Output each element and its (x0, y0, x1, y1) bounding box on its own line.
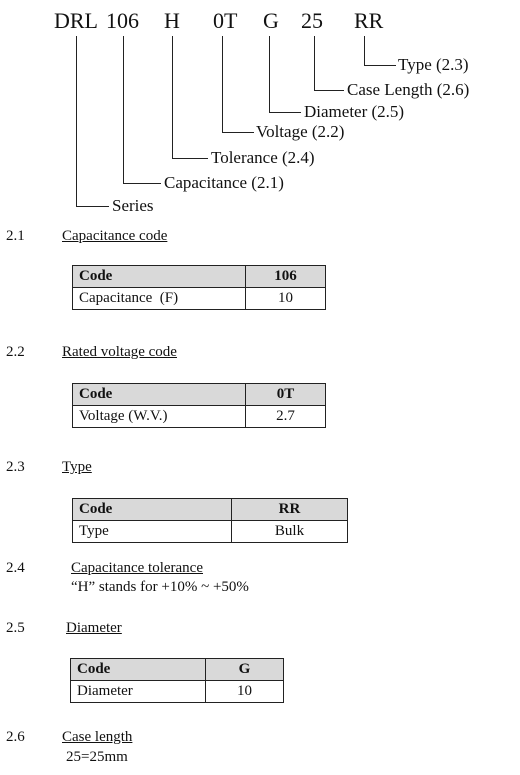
section-title-diameter: Diameter (66, 620, 122, 636)
leader-diameter-horizontal (269, 112, 301, 113)
part-tolerance-code: H (164, 8, 180, 33)
leader-voltage-horizontal (222, 132, 254, 133)
leader-series-vertical (76, 36, 77, 206)
part-length-code: 25 (301, 8, 323, 33)
diameter-code-table: Code G Diameter 10 (70, 658, 284, 703)
callout-type: Type (2.3) (398, 55, 469, 74)
tolerance-description: “H” stands for +10% ~ +50% (71, 579, 249, 595)
table-header-value: 0T (245, 383, 326, 406)
table-header-value: G (205, 658, 284, 681)
table-header-code: Code (72, 383, 246, 406)
table-header-code: Code (72, 498, 232, 521)
section-title-case-length: Case length (62, 729, 133, 745)
section-title-type: Type (62, 459, 92, 475)
table-row: Voltage (W.V.) 2.7 (72, 405, 326, 428)
leader-type-vertical (364, 36, 365, 65)
callout-tolerance: Tolerance (2.4) (211, 148, 315, 167)
table-header-value: 106 (245, 265, 326, 288)
section-number-2-5: 2.5 (6, 620, 25, 636)
section-number-2-1: 2.1 (6, 228, 25, 244)
leader-length-horizontal (314, 90, 344, 91)
callout-case-length: Case Length (2.6) (347, 80, 470, 99)
voltage-code-table: Code 0T Voltage (W.V.) 2.7 (72, 383, 326, 428)
table-row: Capacitance (F) 10 (72, 287, 326, 310)
callout-diameter: Diameter (2.5) (304, 102, 405, 121)
part-capacitance-code: 106 (106, 8, 139, 33)
table-cell-value: 10 (245, 287, 326, 310)
table-row: Diameter 10 (70, 680, 284, 703)
leader-voltage-vertical (222, 36, 223, 132)
table-header-row: Code RR (72, 498, 348, 521)
table-header-row: Code 106 (72, 265, 326, 288)
leader-tolerance-horizontal (172, 158, 208, 159)
part-type-code: RR (354, 8, 384, 33)
table-cell-label: Capacitance (F) (72, 287, 246, 310)
table-header-row: Code 0T (72, 383, 326, 406)
leader-capacitance-vertical (123, 36, 124, 183)
section-title-capacitance-code: Capacitance code (62, 228, 168, 244)
leader-tolerance-vertical (172, 36, 173, 158)
table-header-code: Code (72, 265, 246, 288)
section-number-2-4: 2.4 (6, 560, 25, 576)
section-number-2-6: 2.6 (6, 729, 25, 745)
section-number-2-3: 2.3 (6, 459, 25, 475)
capacitance-code-table: Code 106 Capacitance (F) 10 (72, 265, 326, 310)
leader-diameter-vertical (269, 36, 270, 112)
type-code-table: Code RR Type Bulk (72, 498, 348, 543)
leader-series-horizontal (76, 206, 109, 207)
table-cell-label: Voltage (W.V.) (72, 405, 246, 428)
leader-length-vertical (314, 36, 315, 90)
table-header-value: RR (231, 498, 348, 521)
leader-type-horizontal (364, 65, 396, 66)
table-row: Type Bulk (72, 520, 348, 543)
case-length-description: 25=25mm (66, 749, 128, 765)
section-title-capacitance-tolerance: Capacitance tolerance (71, 560, 203, 576)
part-voltage-code: 0T (213, 8, 238, 33)
callout-series: Series (112, 196, 154, 215)
table-cell-label: Type (72, 520, 232, 543)
callout-capacitance: Capacitance (2.1) (164, 173, 284, 192)
callout-voltage: Voltage (2.2) (256, 122, 345, 141)
table-cell-value: 10 (205, 680, 284, 703)
table-header-row: Code G (70, 658, 284, 681)
section-number-2-2: 2.2 (6, 344, 25, 360)
table-cell-value: 2.7 (245, 405, 326, 428)
leader-capacitance-horizontal (123, 183, 161, 184)
part-series-code: DRL (54, 8, 98, 33)
table-header-code: Code (70, 658, 206, 681)
table-cell-value: Bulk (231, 520, 348, 543)
table-cell-label: Diameter (70, 680, 206, 703)
section-title-rated-voltage-code: Rated voltage code (62, 344, 177, 360)
part-diameter-code: G (263, 8, 279, 33)
